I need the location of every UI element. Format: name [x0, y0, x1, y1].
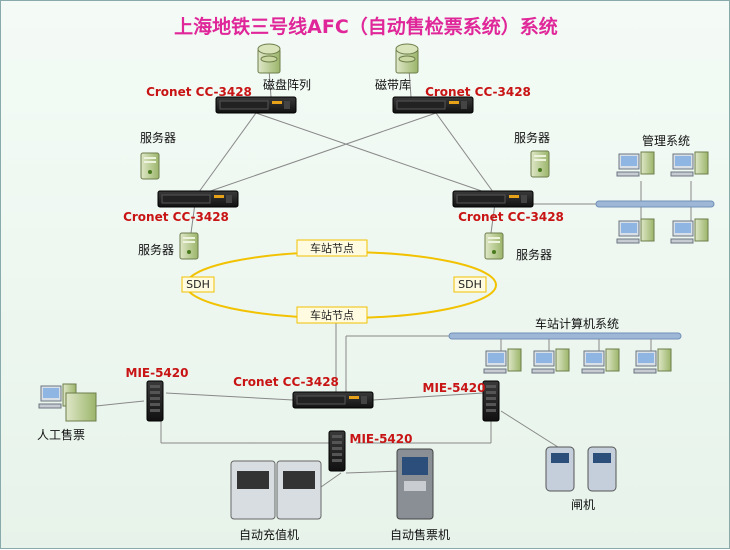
station-node-bottom-label: 车站节点 [310, 308, 354, 322]
mie-bottom-icon [328, 430, 346, 472]
agg-switch-left-label: Cronet CC-3428 [123, 210, 229, 224]
mie-left-icon [146, 380, 164, 422]
sdh-tag-right [453, 276, 487, 293]
agg-switch-right-label: Cronet CC-3428 [458, 210, 564, 224]
station-pc-icon [633, 348, 672, 374]
sdh-right-label: SDH [458, 278, 482, 291]
server-label: 服务器 [516, 247, 552, 262]
sdh-tag-left [181, 276, 215, 293]
management-bus [595, 200, 715, 208]
management-pc-icon [670, 151, 709, 177]
tape-library-label: 磁带库 [375, 77, 411, 92]
mie-left-label: MIE-5420 [126, 366, 189, 380]
station-pc-icon [531, 348, 570, 374]
core-switch-right-label: Cronet CC-3428 [425, 85, 531, 99]
server-icon [484, 232, 504, 260]
disk-array-label: 磁盘阵列 [263, 77, 311, 92]
station-node-bottom [296, 306, 368, 324]
core-links [95, 68, 596, 502]
server-icon [530, 150, 550, 178]
server-label: 服务器 [514, 130, 550, 145]
server-icon [140, 152, 160, 180]
tape-library-icon [395, 43, 419, 74]
core-switch-right-icon [392, 96, 474, 114]
core-switch-left-icon [215, 96, 297, 114]
sdh-left-label: SDH [186, 278, 210, 291]
tvm-label: 自动售票机 [390, 527, 450, 542]
recharge-label: 自动充值机 [239, 527, 299, 542]
station-pc-icon [581, 348, 620, 374]
gate-label: 闸机 [571, 498, 595, 512]
recharge-machine-icon [230, 460, 322, 520]
management-label: 管理系统 [642, 133, 690, 148]
manual-ticket-printer-icon [65, 392, 97, 422]
core-switch-left-label: Cronet CC-3428 [146, 85, 252, 99]
disk-array-icon [257, 43, 281, 74]
management-pc-icon [670, 218, 709, 244]
gate-icon [545, 446, 617, 492]
station-bus [448, 332, 682, 340]
ticket-vending-machine-icon [396, 448, 434, 520]
management-pc-icon [616, 218, 655, 244]
management-pc-icon [616, 151, 655, 177]
mie-bottom-label: MIE-5420 [350, 432, 413, 446]
station-switch-label: Cronet CC-3428 [233, 375, 339, 389]
station-node-top-label: 车站节点 [310, 241, 354, 255]
station-computer-label: 车站计算机系统 [535, 316, 619, 331]
agg-switch-left-icon [157, 190, 239, 208]
server-label: 服务器 [138, 242, 174, 257]
agg-switch-right-icon [452, 190, 534, 208]
diagram-title: 上海地铁三号线AFC（自动售检票系统）系统 [174, 15, 558, 38]
station-switch-icon [292, 391, 374, 409]
manual-ticket-label: 人工售票 [37, 427, 85, 442]
station-pc-icon [483, 348, 522, 374]
mie-right-label: MIE-5420 [423, 381, 486, 395]
station-node-top [296, 239, 368, 257]
server-label: 服务器 [140, 130, 176, 145]
server-icon [179, 232, 199, 260]
